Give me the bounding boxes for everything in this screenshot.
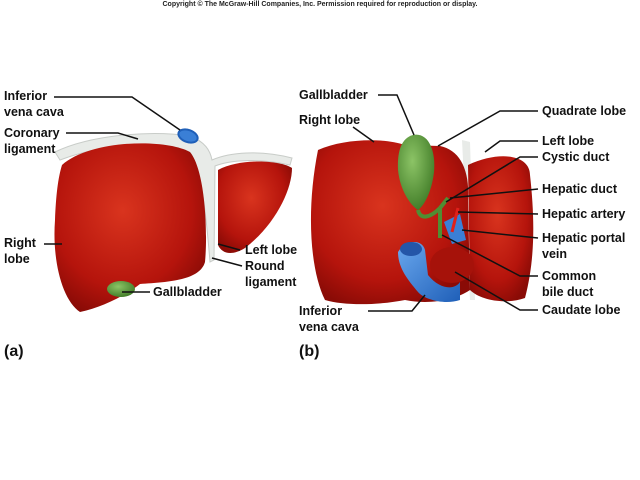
label-hepatic-artery-b: Hepatic artery	[542, 207, 626, 221]
leader-right-lobe-b	[352, 126, 375, 143]
label-coronary-ligament-a-2: ligament	[4, 142, 56, 156]
label-quadrate-lobe-b: Quadrate lobe	[542, 104, 627, 118]
leader-ivc-a	[54, 96, 181, 131]
hepatic-duct-b	[438, 196, 450, 210]
leader-common-bile-b	[441, 234, 538, 277]
leader-quadrate-b	[437, 110, 538, 147]
label-cystic-duct-b: Cystic duct	[542, 150, 610, 164]
label-right-lobe-a-2: lobe	[4, 252, 30, 266]
inferior-vena-cava-a	[177, 128, 199, 144]
panel-b-posterior-view	[310, 94, 539, 312]
leader-cystic-b	[445, 156, 538, 203]
leader-caudate-b	[454, 271, 538, 311]
label-common-bile-duct-b-2: bile duct	[542, 285, 594, 299]
leader-ivc-b	[368, 294, 426, 312]
gallbladder-b	[397, 134, 435, 210]
leader-hepatic-artery-b	[457, 211, 539, 215]
right-lobe-a	[54, 143, 207, 312]
leader-left-lobe-a	[217, 243, 241, 251]
hepatic-portal-vein-b	[444, 214, 466, 244]
label-right-lobe-a: Right	[4, 236, 36, 250]
label-caudate-lobe-b: Caudate lobe	[542, 303, 621, 317]
label-gallbladder-b: Gallbladder	[299, 88, 368, 102]
label-round-ligament-a: Round	[245, 259, 285, 273]
left-lobe-b	[468, 156, 534, 302]
label-hepatic-duct-b: Hepatic duct	[542, 182, 618, 196]
panel-a-anterior-view	[44, 96, 293, 312]
label-inferior-vena-cava-a-2: vena cava	[4, 105, 64, 119]
label-inferior-vena-cava-b-2: vena cava	[299, 320, 359, 334]
label-inferior-vena-cava-b: Inferior	[299, 304, 343, 318]
label-gallbladder-a: Gallbladder	[153, 285, 222, 299]
leader-round-ligament-a	[211, 257, 243, 267]
ivc-opening-b	[400, 242, 422, 256]
label-inferior-vena-cava-a: Inferior	[4, 89, 48, 103]
label-left-lobe-a: Left lobe	[245, 243, 298, 257]
copyright-notice: Copyright © The McGraw-Hill Companies, I…	[162, 1, 478, 8]
leader-portal-vein-b	[461, 229, 539, 239]
caudate-lobe-b	[430, 247, 474, 283]
inferior-vena-cava-b	[398, 241, 460, 303]
label-common-bile-duct-b: Common	[542, 269, 597, 283]
leader-left-lobe-b	[484, 140, 538, 153]
label-hepatic-portal-vein-b: Hepatic portal	[542, 231, 626, 245]
leader-coronary-a	[66, 132, 139, 140]
panel-tag-a: (a)	[4, 343, 24, 360]
cystic-duct-b	[416, 206, 442, 219]
label-right-lobe-b: Right lobe	[299, 113, 361, 127]
leader-hepatic-duct-b	[449, 188, 539, 199]
left-lobe-a	[218, 161, 292, 254]
hepatic-artery-b	[450, 207, 460, 233]
label-coronary-ligament-a: Coronary	[4, 126, 60, 140]
label-hepatic-portal-vein-b-2: vein	[542, 247, 568, 261]
label-round-ligament-a-2: ligament	[245, 275, 297, 289]
gallbladder-a	[107, 281, 135, 297]
leader-gallbladder-b	[378, 94, 415, 136]
label-left-lobe-b: Left lobe	[542, 134, 595, 148]
panel-tag-b: (b)	[299, 343, 320, 360]
